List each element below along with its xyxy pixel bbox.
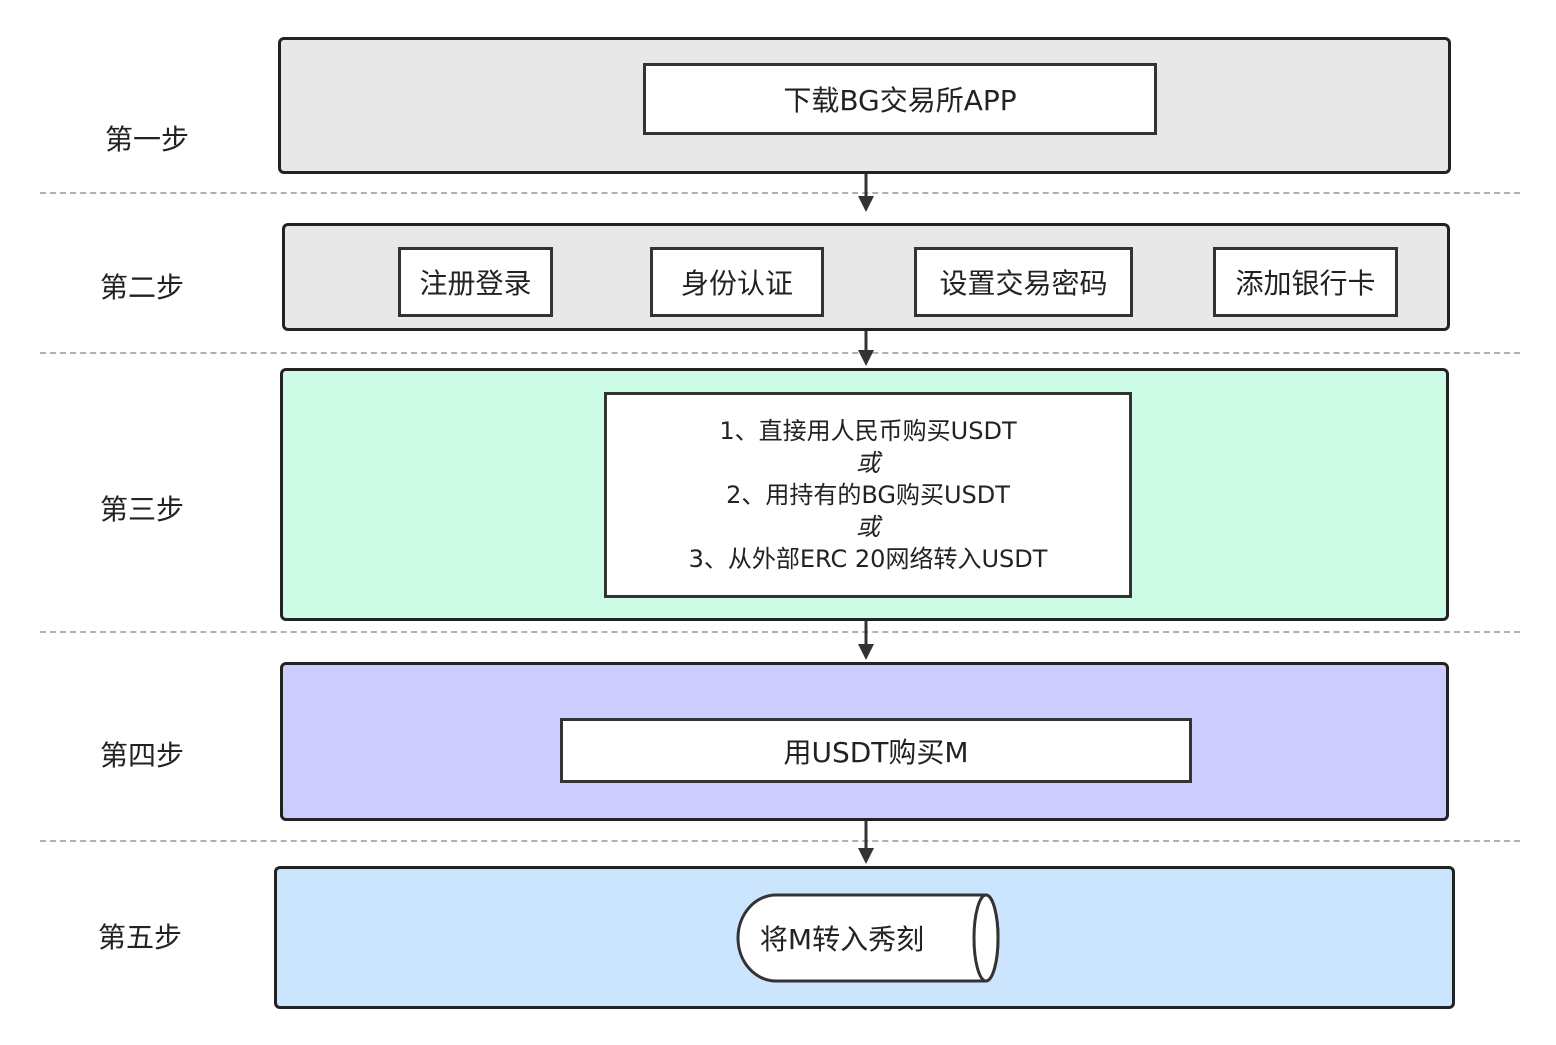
divider-3 <box>40 631 1520 633</box>
option-3-text: 3、从外部ERC 20网络转入USDT <box>688 545 1048 573</box>
transfer-cylinder <box>736 893 1000 983</box>
add-bank-card-box: 添加银行卡 <box>1213 247 1398 317</box>
flow-arrow-3 <box>858 621 874 660</box>
flow-arrow-4 <box>858 821 874 864</box>
divider-1 <box>40 192 1520 194</box>
option-1-text: 1、直接用人民币购买USDT <box>719 417 1017 445</box>
register-login-box: 注册登录 <box>398 247 553 317</box>
download-app-box: 下载BG交易所APP <box>643 63 1157 135</box>
transfer-m-text: 将M转入秀刻 <box>759 923 925 956</box>
option-2-text: 2、用持有的BG购买USDT <box>726 481 1010 509</box>
step-3-label: 第三步 <box>100 493 185 526</box>
or-text-2: 或 <box>856 513 880 541</box>
step-1-label: 第一步 <box>105 123 190 156</box>
step-2-label: 第二步 <box>100 271 185 304</box>
divider-2 <box>40 352 1520 354</box>
flow-arrow-2 <box>858 331 874 366</box>
flow-arrow-1 <box>858 174 874 212</box>
step-5-label: 第五步 <box>98 921 183 954</box>
buy-usdt-options-box: 1、直接用人民币购买USDT 或 2、用持有的BG购买USDT 或 3、从外部E… <box>604 392 1132 598</box>
step-4-label: 第四步 <box>100 739 185 772</box>
buy-m-box: 用USDT购买M <box>560 718 1192 783</box>
or-text-1: 或 <box>856 449 880 477</box>
set-trade-password-box: 设置交易密码 <box>914 247 1133 317</box>
identity-verification-box: 身份认证 <box>650 247 824 317</box>
divider-4 <box>40 840 1520 842</box>
